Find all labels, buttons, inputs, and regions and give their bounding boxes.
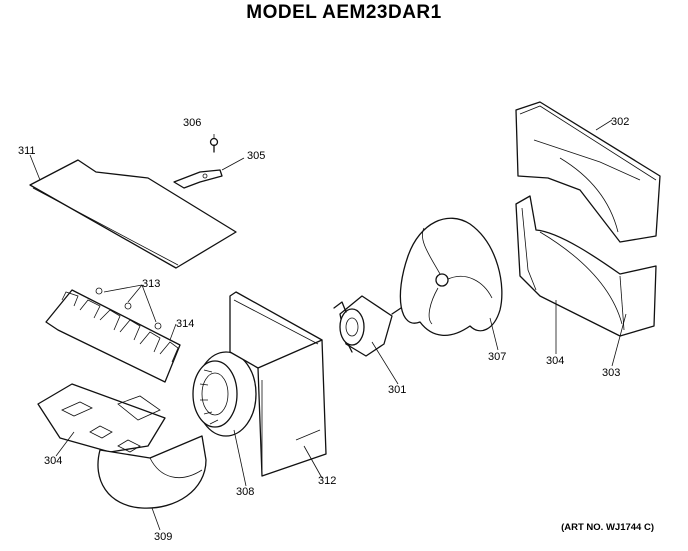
label-part-304-right: 304 xyxy=(546,355,564,367)
leader-lines xyxy=(29,119,627,531)
art-number: (ART NO. WJ1744 C) xyxy=(561,522,654,533)
label-part-305: 305 xyxy=(247,150,265,162)
label-part-308: 308 xyxy=(236,486,254,498)
label-part-311: 311 xyxy=(18,145,36,157)
part-305-bracket xyxy=(173,169,223,189)
part-314-damper-assembly xyxy=(45,287,181,383)
label-part-306: 306 xyxy=(183,117,201,129)
part-309-blower-housing xyxy=(97,435,207,509)
label-part-314: 314 xyxy=(176,318,194,330)
part-301-motor xyxy=(333,295,405,357)
label-part-312: 312 xyxy=(318,475,336,487)
part-304-lower-plate xyxy=(37,383,166,453)
label-part-301: 301 xyxy=(388,384,406,396)
label-part-303: 303 xyxy=(602,367,620,379)
label-part-302: 302 xyxy=(611,116,629,128)
label-part-313: 313 xyxy=(142,278,160,290)
diagram-title: MODEL AEM23DAR1 xyxy=(246,2,442,23)
part-302-condenser-shroud xyxy=(515,101,661,243)
part-312-scroll-partition xyxy=(229,291,327,477)
label-part-309: 309 xyxy=(154,531,172,543)
part-308-blower-wheel xyxy=(192,351,257,437)
part-303-orifice-panel xyxy=(515,195,657,337)
part-307-fan-blade xyxy=(399,217,503,336)
part-311-panel xyxy=(29,159,237,269)
label-part-307: 307 xyxy=(488,351,506,363)
label-part-304-left: 304 xyxy=(44,455,62,467)
part-306-screw xyxy=(209,137,219,153)
